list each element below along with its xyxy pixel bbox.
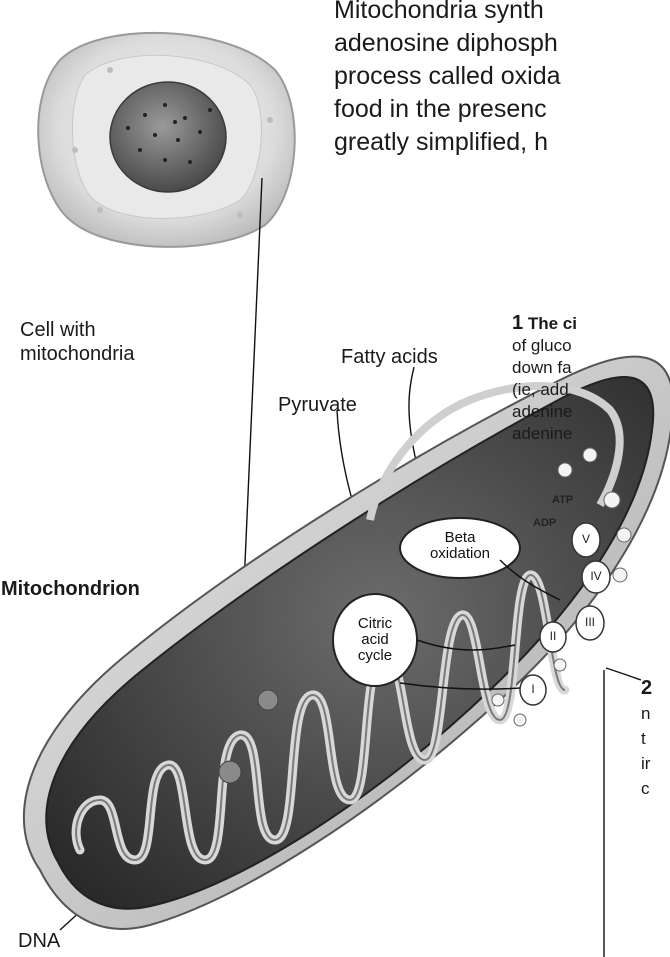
mitochondrion-label: Mitochondrion <box>1 578 140 601</box>
complex-iv-label: IV <box>587 569 605 583</box>
callout-2-line: n <box>641 701 670 726</box>
complex-iii-label: III <box>581 615 599 629</box>
callout-2: 2 n t ir c <box>641 676 670 801</box>
callout-1-line: down fa <box>512 357 670 379</box>
cell-illustration <box>38 33 294 247</box>
callout-1: 1 The ci of gluco down fa (ie, add adeni… <box>512 312 670 445</box>
adp-label: ADP <box>533 517 556 529</box>
callout-1-heading: The ci <box>528 314 577 333</box>
beta-oxidation-label: Beta oxidation <box>400 530 520 562</box>
atp-label: ATP <box>552 494 573 506</box>
callout-1-line: adenine <box>512 401 670 423</box>
complex-ii-label: II <box>544 629 562 643</box>
callout-1-line: of gluco <box>512 335 670 357</box>
callout-2-number: 2 <box>641 676 670 701</box>
complex-i-label: I <box>524 682 542 696</box>
callout-2-line: c <box>641 776 670 801</box>
callout-2-line: t <box>641 726 670 751</box>
callout-1-number: 1 <box>512 312 523 334</box>
callout-1-line: (ie, add <box>512 379 670 401</box>
callout-1-line: adenine <box>512 423 670 445</box>
dna-label: DNA <box>18 930 60 953</box>
complex-v-label: V <box>577 532 595 546</box>
pyruvate-label: Pyruvate <box>278 394 357 417</box>
citric-acid-cycle-label: Citric acid cycle <box>333 616 417 664</box>
fatty-acids-label: Fatty acids <box>341 346 438 369</box>
callout-2-line: ir <box>641 751 670 776</box>
cell-label: Cell with mitochondria <box>20 318 135 366</box>
